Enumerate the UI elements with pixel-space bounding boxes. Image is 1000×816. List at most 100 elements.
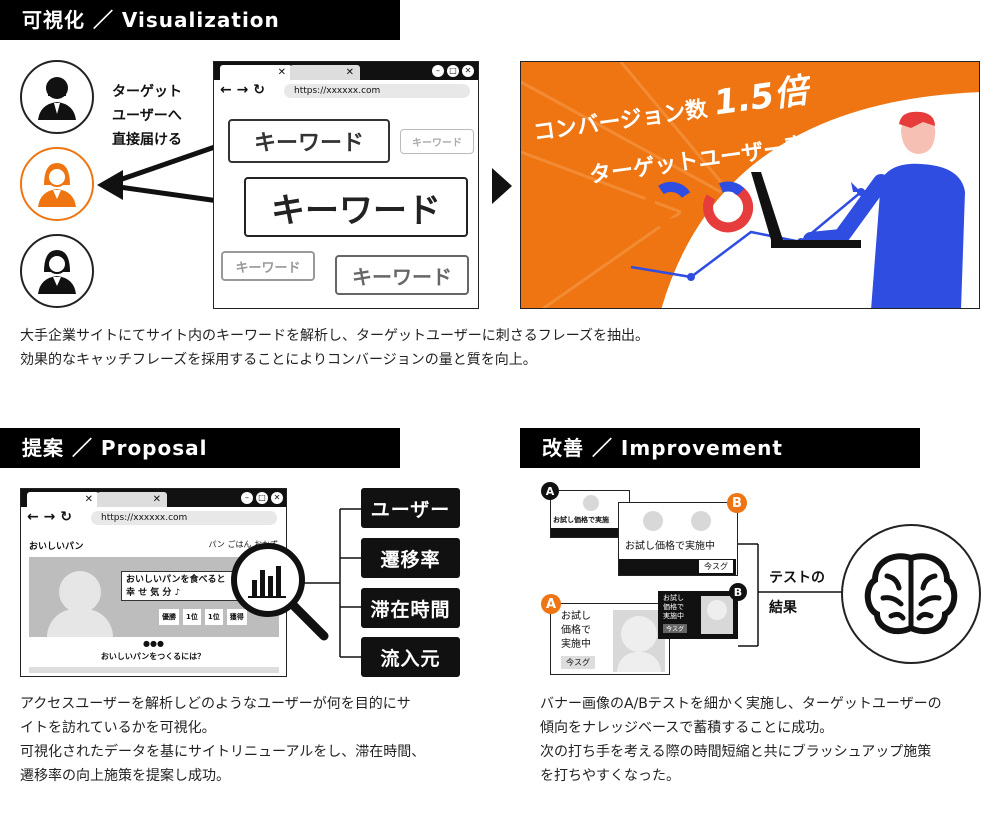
person-body-placeholder [47,609,113,637]
target-text-line: 直接届ける [112,132,182,148]
hero-button[interactable]: 優勝 [159,609,179,625]
hero-caption: おいしいパンを食べると 幸 せ 気 分 ♪ [121,571,251,601]
banner-text-line: 価格で [561,625,591,636]
avatar-male [20,60,94,134]
target-text: ターゲット ユーザーへ 直接届ける [112,80,182,152]
badge-b-small: B [729,583,747,601]
nav-arrows-icon[interactable]: ← → ↻ [220,82,265,98]
minimize-icon[interactable]: – [432,65,444,77]
hero-line: おいしいパンを食べると [126,575,226,585]
description-line: を打ちやすくなった。 [540,768,680,784]
promo-line-2-value: 2倍 [811,112,874,160]
hero-button[interactable]: 獲得 [226,609,247,625]
metric-transition-rate: 遷移率 [361,538,460,578]
banner-image [701,596,733,634]
banner-small-b: お試し 価格で 実施中 今スグ [658,591,738,639]
businesswoman-icon [38,250,76,294]
browser-tab-inactive[interactable]: ✕ [97,492,167,507]
browser-tabbar: ✕ ✕ – □ ✕ [21,489,286,507]
footer-bar [29,667,279,673]
description-line: イトを訪れているかを可視化。 [20,720,216,736]
nav-arrows-icon[interactable]: ← → ↻ [27,509,72,525]
result-text-line: テストの [769,570,825,586]
browser-tabbar: ✕ ✕ – □ ✕ [214,62,478,80]
donut-chart-icon-2 [703,184,754,233]
browser-tab-inactive[interactable]: ✕ [290,65,360,80]
carousel-dots[interactable]: ●●● [143,639,164,648]
metric-stay-time: 滞在時間 [361,588,460,628]
person-with-laptop-illustration [751,111,965,308]
site-nav[interactable]: パン ごはん おかず [208,540,279,549]
businessman-icon [38,77,76,120]
person-placeholder-icon [583,495,599,511]
banner-text-block: お試し 価格で 実施中 [561,610,591,652]
description-line: 効果的なキャッチフレーズを採用することによりコンバージョンの量と質を向上。 [20,352,537,368]
person-placeholder-icon [707,600,727,620]
hero-button[interactable]: 1位 [183,609,201,625]
brain-icon [864,553,958,635]
footer-text: おいしいパンをつくるには？ [100,652,206,661]
banner-text-block: お試し 価格で 実施中 [663,594,684,621]
metric-users: ユーザー [361,488,460,528]
maximize-icon[interactable]: □ [447,65,459,77]
donut-chart-icon [644,182,695,229]
description-line: アクセスユーザーを解析しどのようなユーザーが何を目的にサ [20,696,411,712]
banner-image [613,610,665,672]
minimize-icon[interactable]: – [241,492,253,504]
visualization-header: 可視化 ／ Visualization [0,0,400,40]
maximize-icon[interactable]: □ [256,492,268,504]
browser-tab[interactable]: ✕ [220,65,292,80]
banner-text-line: 実施中 [561,639,591,650]
result-text-line: 結果 [769,600,797,616]
magnifier-icon [231,543,329,641]
description-line: バナー画像のA/Bテストを細かく実施し、ターゲットユーザーの [540,696,942,712]
badge-a-small: A [541,482,559,500]
hero-line: 幸 せ 気 分 ♪ [126,588,181,598]
hero-button[interactable]: 1位 [204,609,223,625]
person-placeholder-icon [691,511,711,531]
improvement-description: バナー画像のA/Bテストを細かく実施し、ターゲットユーザーの 傾向をナレッジベー… [540,692,990,788]
person-placeholder-icon [59,571,101,613]
avatar-female-highlight [20,147,94,221]
browser-tab[interactable]: ✕ [27,492,99,507]
keyword-box-small: キーワード [221,251,315,281]
badge-b-big: B [727,493,747,513]
person-body-placeholder [617,652,661,672]
proposal-header: 提案 ／ Proposal [0,428,400,468]
right-arrow-icon [492,168,512,204]
connector-lines [300,508,362,658]
site-name[interactable]: おいしいパン [29,542,84,552]
banner-text: お試し価格で実施 [553,516,609,524]
url-bar[interactable]: https://xxxxxx.com [284,84,470,98]
banner-cta-button[interactable]: 今スグ [699,560,733,573]
keyword-box-medium: キーワード [228,119,390,163]
banner-text-line: お試し [561,611,591,622]
keyword-box-medium-2: キーワード [335,255,469,295]
improvement-header: 改善 ／ Improvement [520,428,920,468]
close-icon[interactable]: ✕ [462,65,474,77]
banner-cta-button[interactable]: 今スグ [663,624,688,633]
keyword-box-tiny: キーワード [400,129,474,154]
businesswoman-icon-orange [38,163,76,207]
close-icon[interactable]: ✕ [271,492,283,504]
banner-cta-button[interactable]: 今スグ [561,656,595,669]
hero-banner: おいしいパンを食べると 幸 せ 気 分 ♪ 優勝 1位 1位 獲得 [29,557,279,637]
avatar-female [20,234,94,308]
visualization-description: 大手企業サイトにてサイト内のキーワードを解析し、ターゲットユーザーに刺さるフレー… [20,324,980,372]
target-text-line: ユーザーへ [112,108,182,124]
banner-big-a: お試し 価格で 実施中 今スグ [550,603,670,675]
banner-text: お試し価格で実施中 [625,541,715,552]
target-text-line: ターゲット [112,84,182,100]
url-bar[interactable]: https://xxxxxx.com [91,511,277,525]
proposal-description: アクセスユーザーを解析しどのようなユーザーが何を目的にサ イトを訪れているかを可… [20,692,480,788]
arrow-head-left [97,170,123,200]
banner-big-b: お試し価格で実施中 今スグ [618,502,738,576]
banner-small-a: お試し価格で実施 [550,490,630,538]
promo-panel: コンバージョン数 1.5倍 ターゲットユーザー率 2倍 [520,61,980,309]
description-line: 可視化されたデータを基にサイトリニューアルをし、滞在時間、 [20,744,426,760]
banner-text-line: お試し [663,594,684,602]
metric-inflow-source: 流入元 [361,637,460,677]
result-text: テストの 結果 [769,563,825,623]
banner-footer [551,528,628,537]
brain-circle [841,524,981,664]
